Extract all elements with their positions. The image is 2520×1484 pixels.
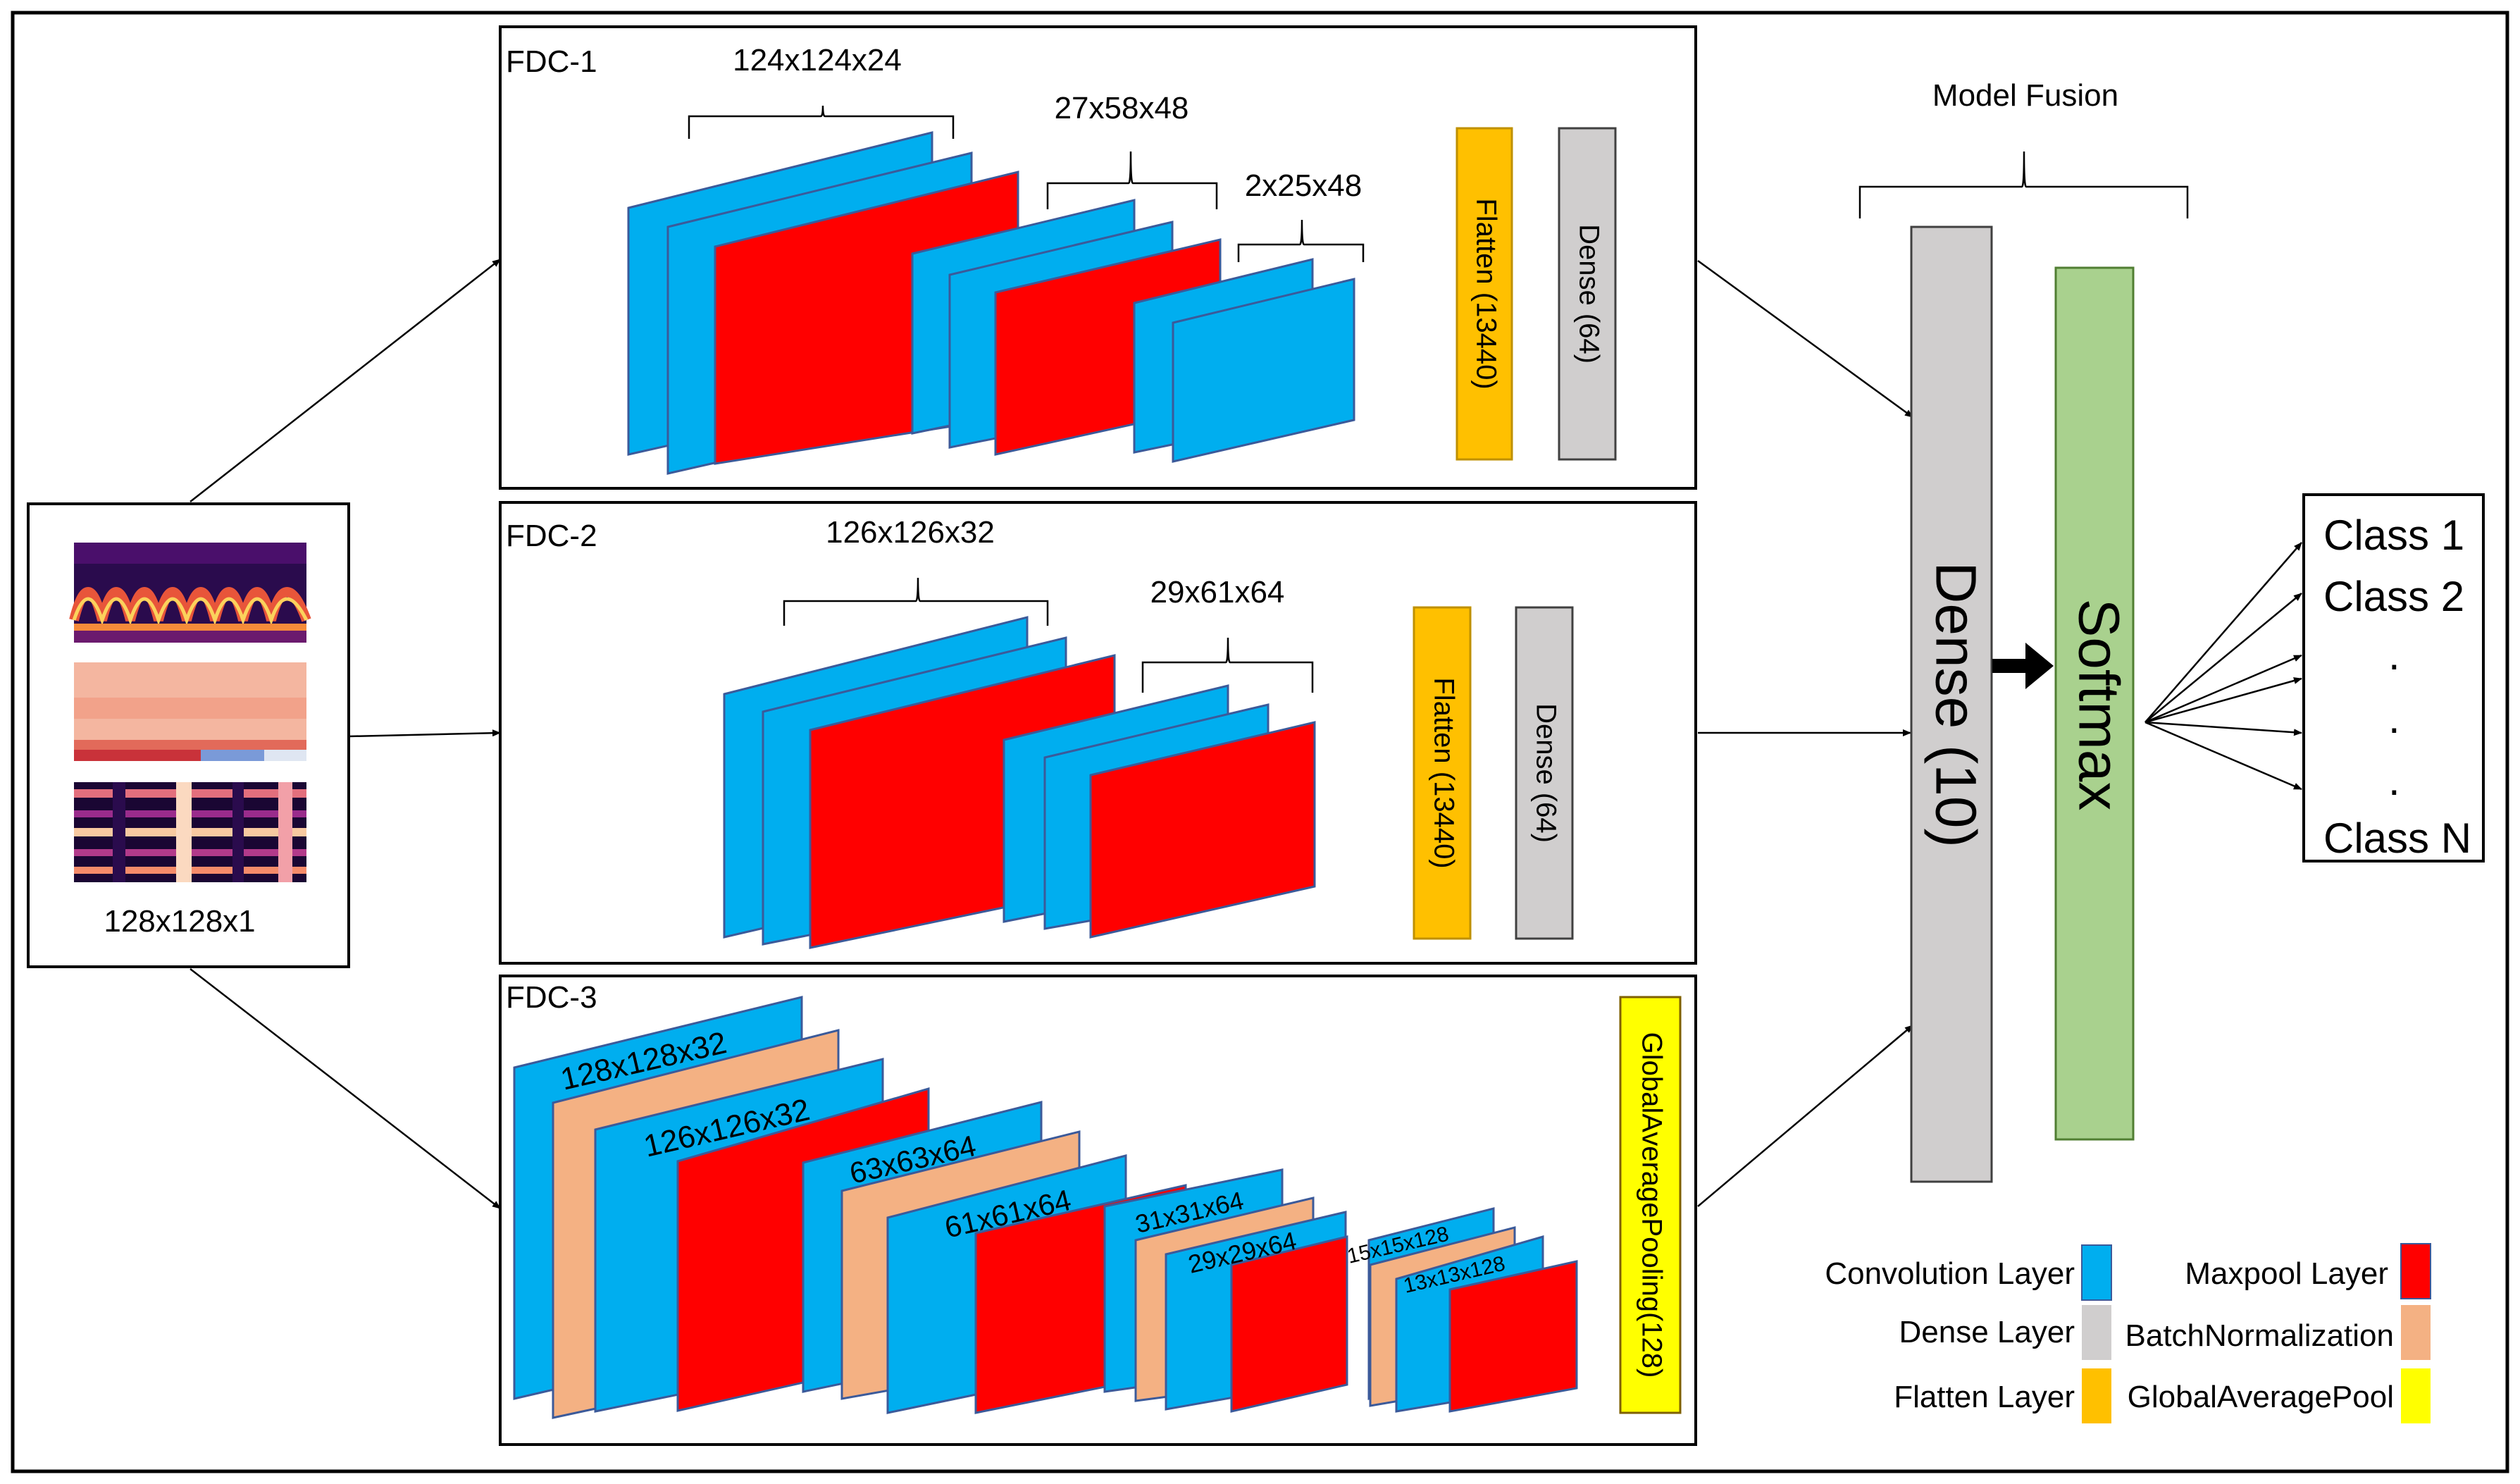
arrow-softmax-dot2 (2145, 677, 2302, 724)
arrow-input-fdc3 (190, 968, 501, 1209)
legend-swatch-flatten (2082, 1368, 2111, 1423)
arrow-softmax-dot3 (2145, 721, 2302, 736)
fusion-dense-label: Dense (10) (1923, 562, 1987, 848)
legend-label-maxpool: Maxpool Layer (2185, 1256, 2388, 1291)
fdc2-panel: FDC-2 126x126x32 29x61x64 Flatten (13440… (499, 501, 1697, 965)
legend-swatch-conv (2081, 1244, 2112, 1301)
legend: Convolution Layer Maxpool Layer Dense La… (1825, 1243, 2431, 1423)
fdc1-dim-1: 124x124x24 (733, 43, 902, 78)
legend-label-batchnorm: BatchNormalization (2125, 1318, 2395, 1353)
fdc1-flatten-label: Flatten (13440) (1470, 198, 1501, 389)
fusion-section: Model Fusion Dense (10) Softmax (1858, 78, 2189, 1183)
legend-label-conv: Convolution Layer (1825, 1256, 2075, 1291)
fdc2-dim-2: 29x61x64 (1150, 575, 1285, 610)
fusion-title: Model Fusion (1932, 78, 2118, 113)
arrow-input-fdc1 (190, 259, 501, 502)
arrow-fdc1-fusion (1697, 259, 1913, 419)
fdc2-title: FDC-2 (506, 519, 597, 553)
fdc1-conv-6 (1172, 278, 1355, 463)
fdc3-panel: FDC-3 128x128x32 126x126x32 63x63x64 61x… (499, 975, 1697, 1446)
legend-swatch-gap (2401, 1368, 2431, 1423)
fdc1-dim-2: 27x58x48 (1055, 91, 1189, 125)
arrow-input-fdc2 (348, 729, 501, 738)
class-dot-1: . (2388, 631, 2400, 679)
class-dot-2: . (2388, 695, 2400, 742)
fdc1-brace-1 (688, 105, 955, 139)
fdc1-dense-layer (1558, 127, 1617, 461)
class-2-label: Class 2 (2323, 573, 2464, 620)
fdc1-title: FDC-1 (506, 44, 597, 79)
fdc2-dim-1: 126x126x32 (826, 515, 995, 550)
fdc1-brace-2 (1046, 151, 1218, 209)
fdc2-dense-label: Dense (64) (1530, 703, 1561, 843)
legend-label-flatten: Flatten Layer (1894, 1380, 2075, 1414)
arrow-fdc3-fusion (1697, 1025, 1913, 1207)
fusion-dense-layer (1910, 225, 1993, 1183)
input-panel: 128x128x1 (27, 502, 350, 968)
fdc1-panel: FDC-1 124x124x24 27x58x48 2x25x48 Flatte… (499, 25, 1697, 490)
mfcc-image (74, 782, 306, 882)
fdc3-pool-3 (1230, 1235, 1348, 1413)
fdc1-flatten-layer (1455, 127, 1513, 461)
softmax-label: Softmax (2066, 599, 2130, 811)
legend-swatch-batchnorm (2401, 1305, 2431, 1360)
fdc2-dense-layer (1515, 606, 1574, 940)
spectrogram-image (69, 543, 311, 643)
fusion-thick-arrow (1992, 643, 2054, 689)
class-1-label: Class 1 (2323, 512, 2464, 559)
arrow-softmax-dot1 (2145, 654, 2302, 724)
input-size-label: 128x128x1 (104, 904, 255, 939)
fdc2-flatten-layer (1413, 606, 1472, 940)
classes-panel: Class 1 Class 2 . . . Class N (2302, 493, 2485, 862)
fdc2-brace-2 (1141, 637, 1314, 693)
fdc2-flatten-label: Flatten (13440) (1428, 677, 1459, 868)
legend-label-dense: Dense Layer (1899, 1315, 2075, 1349)
fusion-brace (1858, 151, 2189, 218)
fdc2-brace-1 (783, 577, 1049, 626)
arrow-softmax-class1 (2145, 542, 2302, 723)
softmax-layer (2054, 266, 2135, 1141)
class-dot-3: . (2388, 757, 2400, 804)
fdc1-dim-3: 2x25x48 (1245, 168, 1362, 203)
fdc3-gap-label: GlobalAveragePooling(128) (1636, 1032, 1667, 1378)
legend-label-gap: GlobalAveragePool (2128, 1380, 2394, 1414)
arrow-softmax-classN (2145, 721, 2302, 791)
fdc3-pool-4 (1448, 1260, 1578, 1413)
fdc2-pool-2 (1089, 721, 1316, 939)
fdc3-title: FDC-3 (506, 980, 597, 1015)
fdc1-brace-3 (1237, 219, 1365, 262)
chroma-image (74, 662, 306, 761)
fdc1-dense-label: Dense (64) (1573, 224, 1604, 364)
fdc3-gap-layer (1619, 996, 1682, 1414)
legend-swatch-dense (2082, 1305, 2111, 1360)
legend-swatch-maxpool (2400, 1243, 2431, 1299)
arrow-softmax-class2 (2145, 593, 2302, 723)
class-n-label: Class N (2323, 815, 2471, 862)
